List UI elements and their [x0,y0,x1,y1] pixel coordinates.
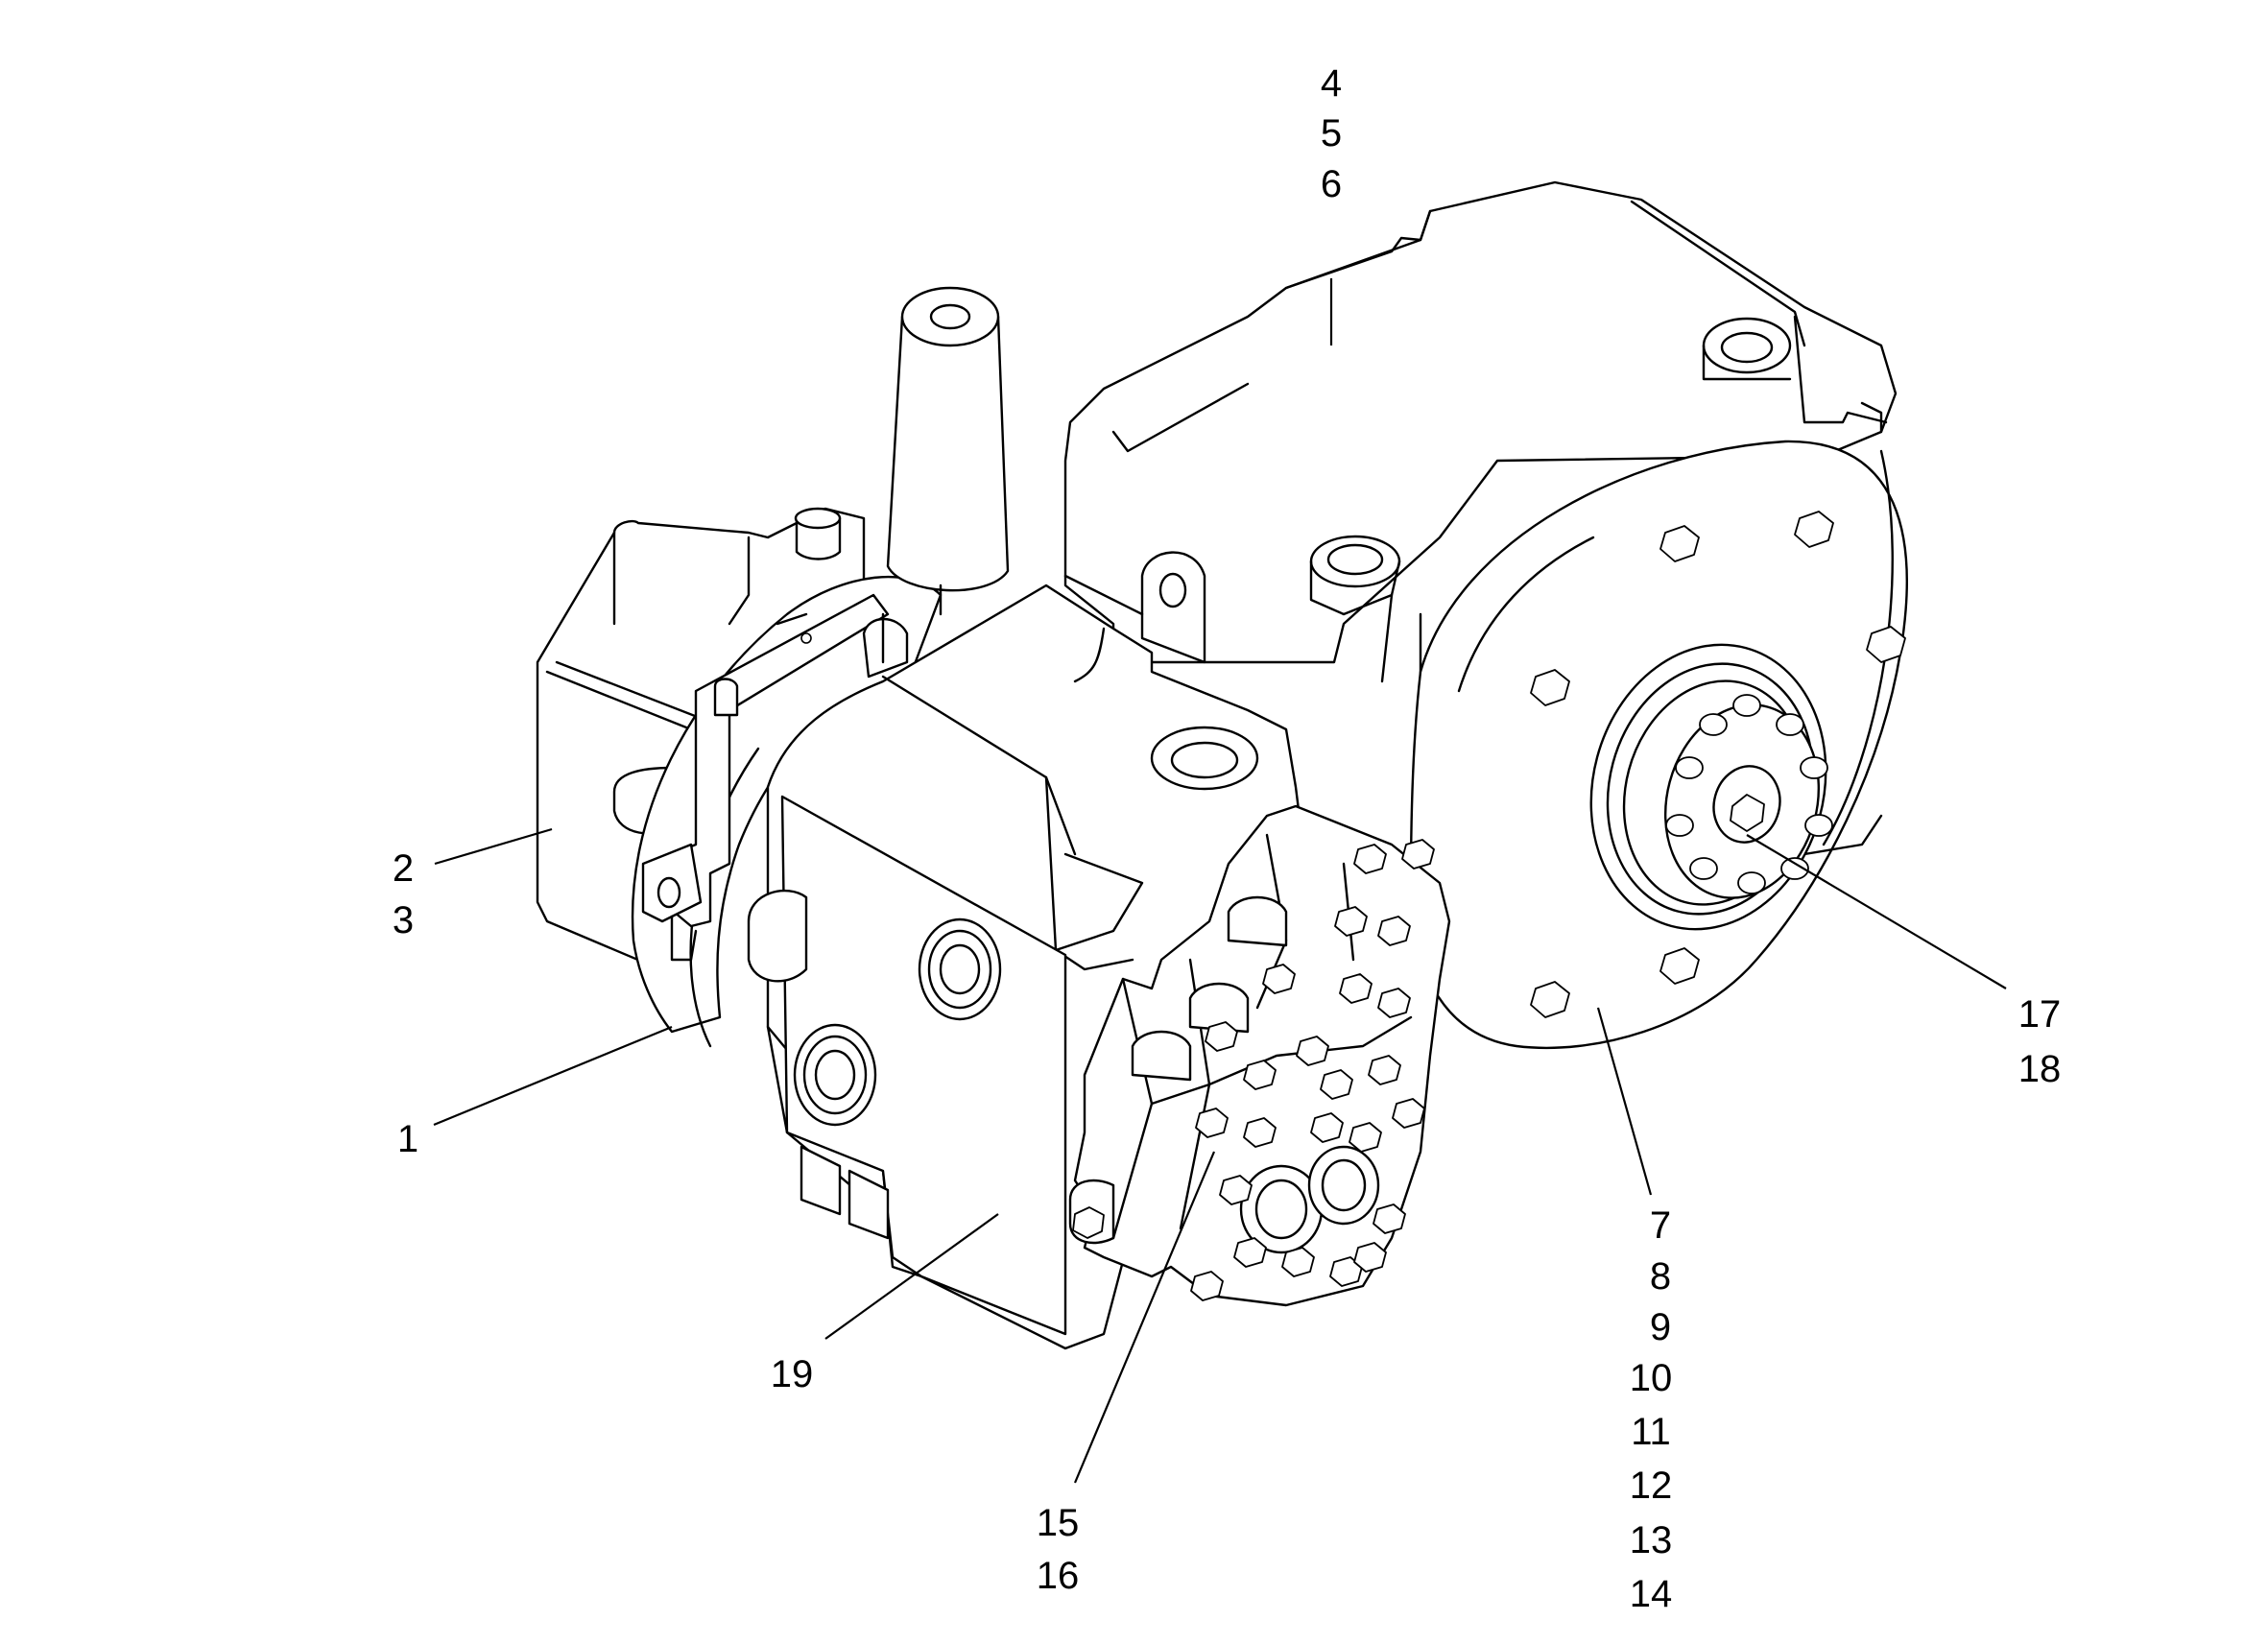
hub-studs [1665,694,1833,894]
leader-17-18 [1746,834,2007,989]
callout-label: 9 [1650,1306,1671,1348]
transmission-assembly-drawing [536,180,1908,1350]
callout-label: 5 [1321,112,1342,155]
center-main-housing [747,584,1326,1350]
callout-label: 17 [2018,993,2062,1036]
callout-label: 19 [771,1353,814,1395]
callout-label: 2 [393,847,414,890]
flange-bolt-ring [1530,511,1906,1018]
callout-label: 14 [1630,1573,1673,1615]
output-hub [1589,643,1833,931]
callout-label: 10 [1630,1357,1673,1399]
callout-label: 4 [1321,62,1342,105]
breather-post [886,286,1010,616]
valve-bolts [1190,839,1435,1301]
callout-label: 1 [397,1118,418,1160]
leader-2-3 [434,827,553,866]
leader-7-14 [1596,1007,1653,1196]
callout-label: 12 [1630,1465,1673,1507]
leader-1 [433,1025,673,1127]
callout-labels: 4 5 6 2 3 1 19 15 16 7 8 9 10 11 12 13 1… [393,62,2061,1615]
drive-flange-disc [1409,440,1908,1050]
control-valve-block [1068,804,1451,1307]
leader-19 [824,1213,999,1340]
callout-label: 7 [1650,1204,1671,1247]
callout-label: 3 [393,899,414,941]
callout-label: 6 [1321,163,1342,205]
leader-15-16 [1073,1151,1216,1484]
callout-label: 15 [1037,1502,1080,1544]
callout-label: 16 [1037,1555,1080,1597]
callout-label: 13 [1630,1519,1673,1561]
callout-label: 18 [2018,1048,2062,1090]
upper-gear-housing [1063,180,1898,693]
leader-lines [433,278,2007,1484]
callout-label: 11 [1631,1411,1671,1453]
callout-label: 8 [1650,1255,1671,1298]
